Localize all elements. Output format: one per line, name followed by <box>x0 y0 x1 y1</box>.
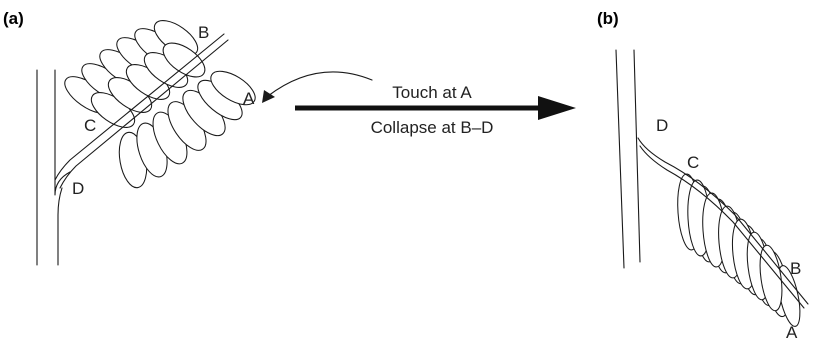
panel-a-point-a: A <box>243 89 255 108</box>
panel-b-leaflets <box>677 173 801 327</box>
panel-a-point-b: B <box>198 23 209 42</box>
main-arrow-head <box>538 96 576 120</box>
panel-a-rachis <box>54 33 225 181</box>
panel-a-point-d: D <box>72 179 84 198</box>
panel-b-point-d: D <box>656 116 668 135</box>
panel-b-rachis <box>637 137 809 305</box>
panel-b-stem-left-edge <box>615 49 625 269</box>
panel-a-stem-right-edge <box>54 69 71 266</box>
panel-b-label: (b) <box>597 9 619 28</box>
panel-b-point-a: A <box>786 323 798 342</box>
panel-b: (b) A B C D <box>597 9 809 342</box>
arrow-top-text: Touch at A <box>392 83 472 102</box>
panel-a-rachis-inner <box>59 39 229 189</box>
leaflet <box>759 244 783 312</box>
touch-pointer-curve <box>267 71 373 97</box>
transition: Touch at A Collapse at B–D <box>262 71 576 137</box>
panel-b-point-b: B <box>790 259 801 278</box>
panel-b-rachis-inner <box>639 145 805 309</box>
panel-a-point-c: C <box>84 116 96 135</box>
arrow-bottom-text: Collapse at B–D <box>371 118 494 137</box>
panel-a: (a) A <box>3 9 256 266</box>
panel-a-lower-leaflets <box>118 70 256 189</box>
panel-b-stem-right-edge <box>633 49 641 263</box>
panel-a-upper-leaflets <box>64 20 206 128</box>
touch-pointer-arrowhead <box>262 90 275 103</box>
panel-b-point-c: C <box>687 153 699 172</box>
leaflet <box>210 70 256 106</box>
panel-a-label: (a) <box>3 9 24 28</box>
